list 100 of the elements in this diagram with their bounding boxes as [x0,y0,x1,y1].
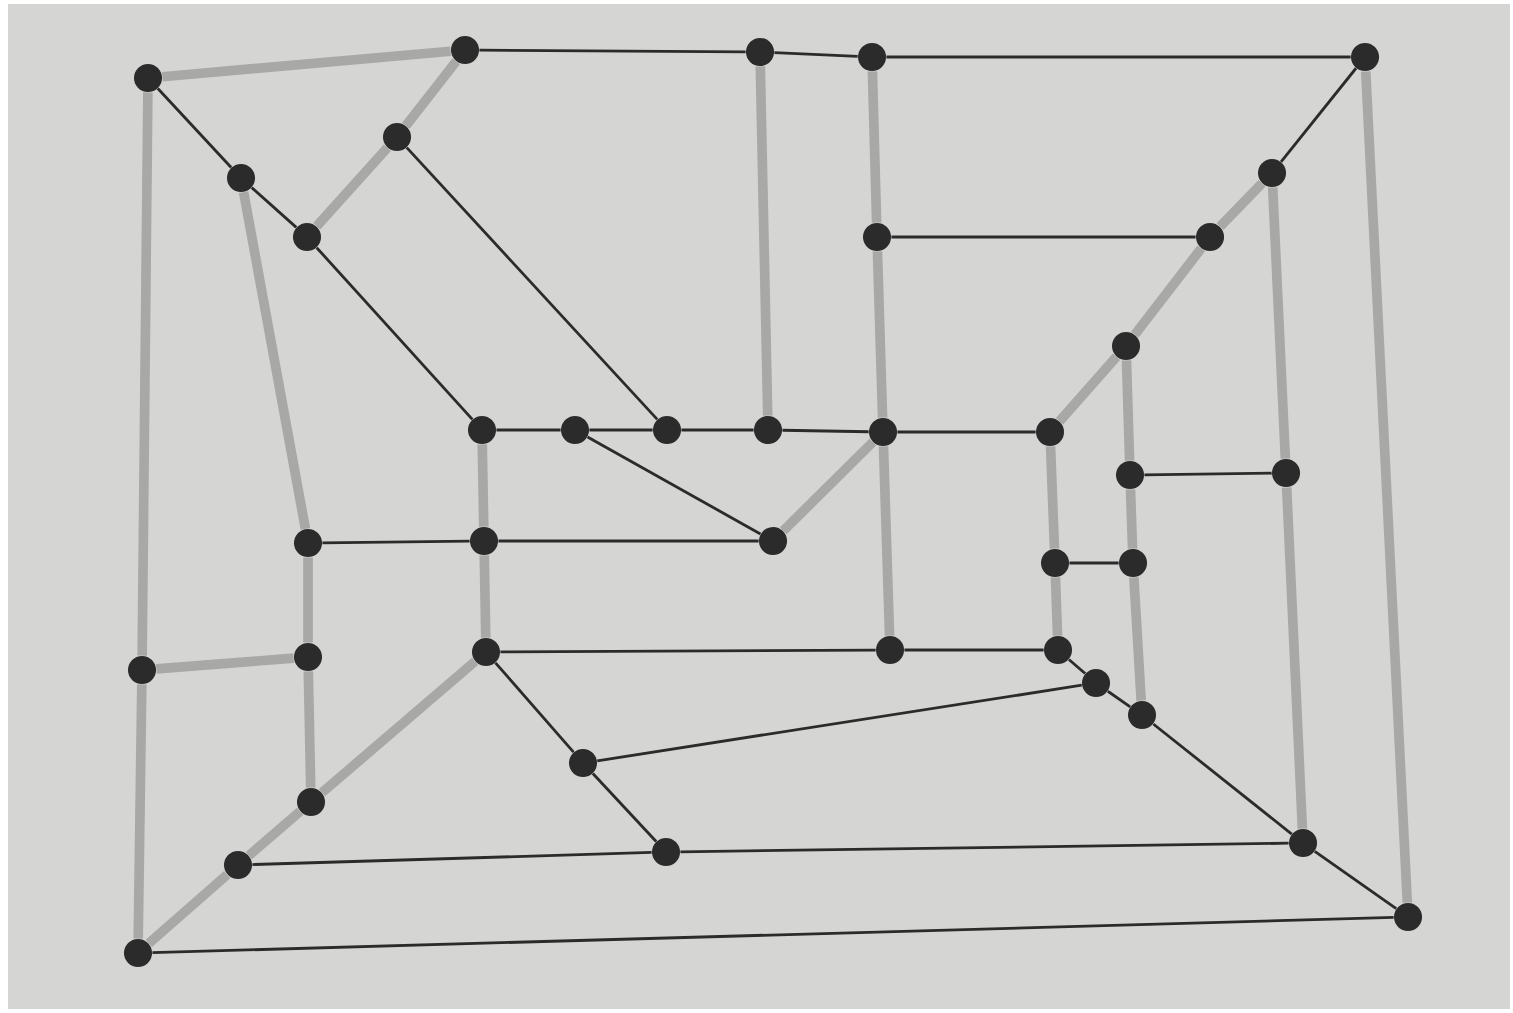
graph-edge [782,428,869,434]
graph-edge [1125,489,1138,549]
graph-edge [252,851,652,866]
graph-edge [250,186,298,229]
vertex-dot [1195,222,1225,252]
vertex-dot [123,938,153,968]
graph-edge [303,671,316,788]
graph-edge [1152,722,1293,836]
vertex-dot [745,37,775,67]
graph-edge [500,648,876,654]
graph-edge [405,146,659,421]
vertex-dot [1127,700,1157,730]
vertex-dot [1035,417,1065,447]
graph-edge [152,916,1394,954]
graph-edge [1067,658,1087,675]
graph-edge [872,251,888,418]
graph-edge [755,66,773,416]
graph-edge [318,657,479,797]
graph-edge [498,539,759,543]
graph-edge [681,428,754,432]
vertex-dot [467,415,497,445]
graph-edge [1069,561,1119,565]
vertex-dot [1257,158,1287,188]
vertex-dot [1288,828,1318,858]
graph-edge [137,92,153,656]
vertex-dot [560,415,590,445]
vertex-dot [296,787,326,817]
graph-edge [904,648,1044,652]
graph-edge [891,235,1196,239]
graph-edge [156,87,233,169]
graph-edge [878,446,895,636]
graph-edge [145,870,231,948]
vertex-dot [469,526,499,556]
vertex-dot [292,222,322,252]
vertex-dot [223,850,253,880]
vertex-dot [127,655,157,685]
graph-edge [1129,577,1146,701]
graph-edge [586,435,762,536]
graph-edge [479,555,491,638]
vertex-dot [753,415,783,445]
graph-edge [897,430,1036,434]
vertex-dot [868,417,898,447]
graph-edge [1121,360,1135,461]
vertex-dot [758,526,788,556]
graph-edge [1360,71,1413,903]
graph-edge [1267,187,1291,459]
graph-edge [496,428,561,432]
graph-edge [313,144,391,230]
graph-edge [597,683,1082,763]
graph-edge [303,557,313,643]
vertex-dot [651,837,681,867]
graph-edge [494,661,575,754]
graph-edge [1131,245,1206,338]
vertex-dot [862,222,892,252]
vertex-dot [652,415,682,445]
graph-edge [315,246,474,421]
vertex-dot [382,122,412,152]
graph-edge [161,46,452,82]
graph-edge [591,772,658,843]
graph-edge [156,653,294,674]
graph-edge [1281,487,1308,829]
vertex-dot [471,637,501,667]
vertex-dot [1040,548,1070,578]
vertex-dot [293,642,323,672]
vertex-dot [226,163,256,193]
vertex-dot [1043,635,1073,665]
graph-edge [477,444,489,527]
graph-edge [867,71,882,223]
graph-edge [1045,446,1060,549]
graph-edge [1050,577,1063,636]
graph-edge [1216,180,1266,230]
vertex-dot [875,635,905,665]
vertex-dot [450,35,480,65]
vertex-dot [857,42,887,72]
vertex-dot [1081,668,1111,698]
graph-edge [779,438,877,535]
graph-edge [322,539,470,545]
graph-edge [1107,690,1131,708]
vertex-dot [1350,42,1380,72]
graph-edge [774,51,858,58]
vertex-dot [1271,458,1301,488]
vertex-dot [293,528,323,558]
vertex-dot [1111,331,1141,361]
graph-edge [238,191,311,530]
graph-edge [589,428,653,432]
graph-edge [402,58,460,129]
graph-edge [479,48,746,54]
vertex-dot [1393,902,1423,932]
graph-edge [133,684,147,939]
graph-edge [1314,850,1398,910]
graph-edge [1144,471,1272,477]
graph-edge [1055,353,1121,425]
graph-edge [680,841,1289,854]
graph-edge [1279,67,1358,163]
vertex-dot [133,63,163,93]
graph-edge [245,807,304,860]
graph-edge [886,55,1351,59]
vertex-dot [1115,460,1145,490]
vertex-dot [568,748,598,778]
vertex-dot [1118,548,1148,578]
